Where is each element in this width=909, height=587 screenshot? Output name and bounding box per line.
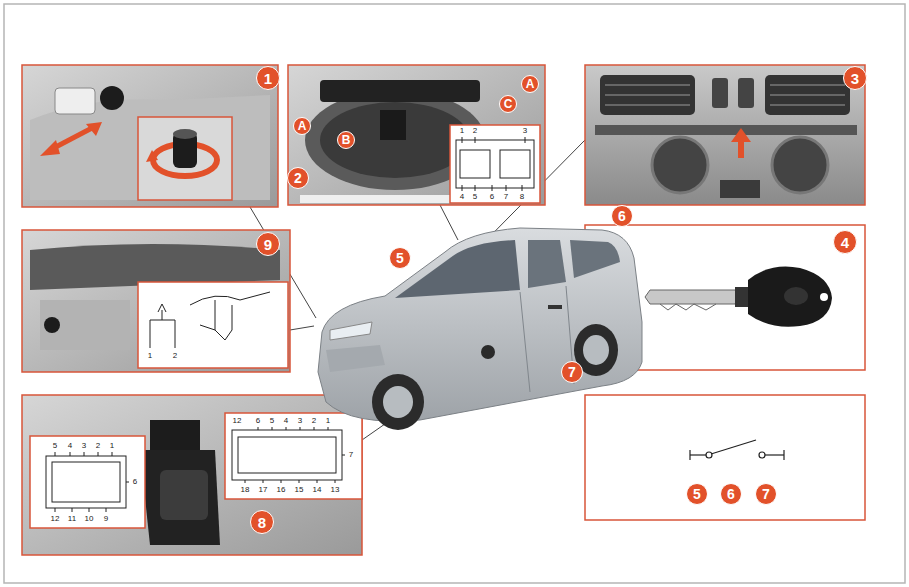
callout-text: 4	[841, 235, 849, 250]
callout-number: 4	[833, 230, 857, 254]
callout-text: 3	[851, 71, 859, 86]
callout-number: 6	[720, 483, 742, 505]
callout-text: 5	[396, 251, 404, 265]
callout-text: C	[504, 98, 513, 110]
pin-number: 7	[504, 193, 508, 201]
callout-text: 9	[264, 237, 272, 252]
pin-number: 3	[82, 442, 86, 450]
pin-number: 1	[326, 417, 330, 425]
switch-panel	[585, 395, 865, 520]
pin-number: 7	[349, 451, 353, 459]
callout-text: 8	[258, 515, 266, 530]
pin-number: 1	[110, 442, 114, 450]
pin-number: 2	[96, 442, 100, 450]
pin-number: 12	[51, 515, 60, 523]
pin-number: 17	[259, 486, 268, 494]
callout-number: 7	[561, 361, 583, 383]
pin-number: 15	[295, 486, 304, 494]
callout-number: 5	[389, 247, 411, 269]
callout-text: 2	[294, 171, 302, 185]
panel-8	[22, 395, 362, 555]
callout-number: 6	[611, 205, 633, 227]
pin-number: 5	[53, 442, 57, 450]
callout-number: 7	[755, 483, 777, 505]
pin-number: 14	[313, 486, 322, 494]
callout-number: 2	[287, 167, 309, 189]
pin-number: 2	[473, 127, 477, 135]
panel-1	[22, 65, 278, 207]
callout-number: A	[521, 75, 539, 93]
pin-number: 2	[312, 417, 316, 425]
pin-number: 9	[104, 515, 108, 523]
callout-number: B	[337, 131, 355, 149]
pin-number: 5	[270, 417, 274, 425]
callout-number: 9	[256, 232, 280, 256]
pin-number: 4	[284, 417, 288, 425]
callout-text: 6	[618, 209, 626, 223]
callout-number: C	[499, 95, 517, 113]
callout-text: 6	[727, 487, 735, 501]
callout-text: 7	[568, 365, 576, 379]
callout-number: A	[293, 117, 311, 135]
pin-number: 2	[173, 352, 177, 360]
panel-2	[288, 65, 545, 205]
callout-text: 1	[264, 71, 272, 86]
pin-number: 1	[460, 127, 464, 135]
pin-number: 4	[68, 442, 72, 450]
car-illustration	[318, 228, 642, 430]
callout-number: 3	[843, 66, 867, 90]
callout-text: A	[298, 120, 307, 132]
pin-number: 10	[85, 515, 94, 523]
frame	[4, 4, 905, 583]
pin-number: 13	[331, 486, 340, 494]
callout-text: 5	[693, 487, 701, 501]
pin-number: 8	[520, 193, 524, 201]
pin-number: 4	[460, 193, 464, 201]
pin-number: 12	[233, 417, 242, 425]
callout-text: B	[342, 134, 351, 146]
callout-number: 1	[256, 66, 280, 90]
panel-9	[22, 230, 290, 372]
pin-number: 16	[277, 486, 286, 494]
pin-number: 6	[256, 417, 260, 425]
callout-number: 8	[250, 510, 274, 534]
pin-number: 3	[523, 127, 527, 135]
pin-number: 18	[241, 486, 250, 494]
pin-number: 6	[490, 193, 494, 201]
panel-3	[585, 65, 865, 205]
pin-number: 3	[298, 417, 302, 425]
callout-text: A	[526, 78, 535, 90]
pin-number: 5	[473, 193, 477, 201]
pin-number: 6	[133, 478, 137, 486]
callout-text: 7	[762, 487, 770, 501]
callout-number: 5	[686, 483, 708, 505]
pin-number: 11	[68, 515, 76, 523]
pin-number: 1	[148, 352, 152, 360]
